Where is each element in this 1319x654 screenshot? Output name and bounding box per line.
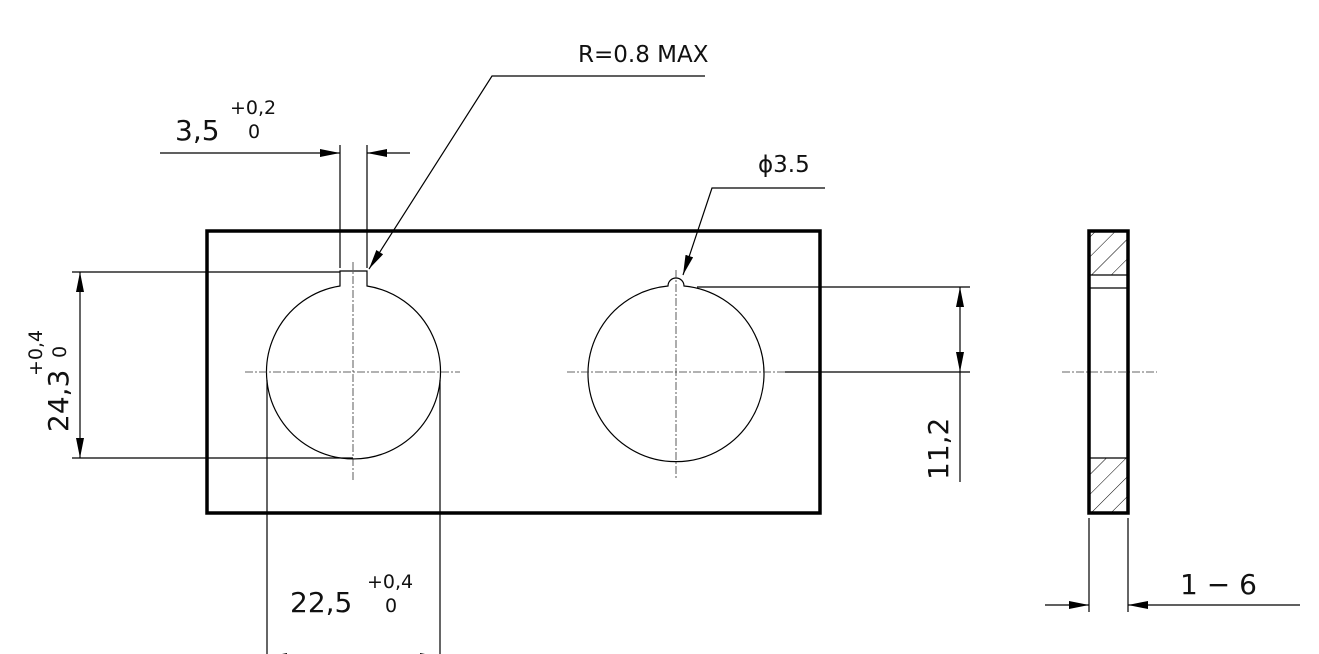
diameter-upper-tol: +0,4 (367, 571, 413, 593)
small-hole-label: ϕ3.5 (758, 152, 810, 178)
diameter-value: 22,5 (290, 586, 352, 619)
offset-dimension: 11,2 (697, 286, 970, 482)
side-view (1087, 229, 1130, 515)
height-lower-tol: 0 (49, 346, 71, 358)
notch-radius-label: R=0.8 MAX (578, 42, 709, 68)
keyed-hole (265, 270, 442, 460)
offset-value: 11,2 (922, 418, 955, 480)
thickness-dimension: 1 − 6 (1045, 518, 1300, 612)
height-dimension: 24,3 +0,4 0 (25, 271, 353, 459)
height-value: 24,3 (42, 370, 75, 432)
diameter-lower-tol: 0 (385, 595, 397, 617)
small-hole-callout: ϕ3.5 (682, 152, 825, 276)
diameter-dimension: 22,5 +0,4 0 (266, 380, 441, 654)
thickness-value: 1 − 6 (1180, 568, 1257, 601)
slot-width-upper-tol: +0,2 (230, 97, 276, 119)
height-upper-tol: +0,4 (25, 330, 47, 376)
slot-width-dimension: 3,5 +0,2 0 (160, 97, 410, 268)
centerlines (245, 262, 1157, 480)
round-hole-with-notch (587, 277, 765, 463)
notch-radius-callout: R=0.8 MAX (368, 42, 709, 270)
slot-width-value: 3,5 (175, 114, 220, 147)
slot-width-lower-tol: 0 (248, 121, 260, 143)
